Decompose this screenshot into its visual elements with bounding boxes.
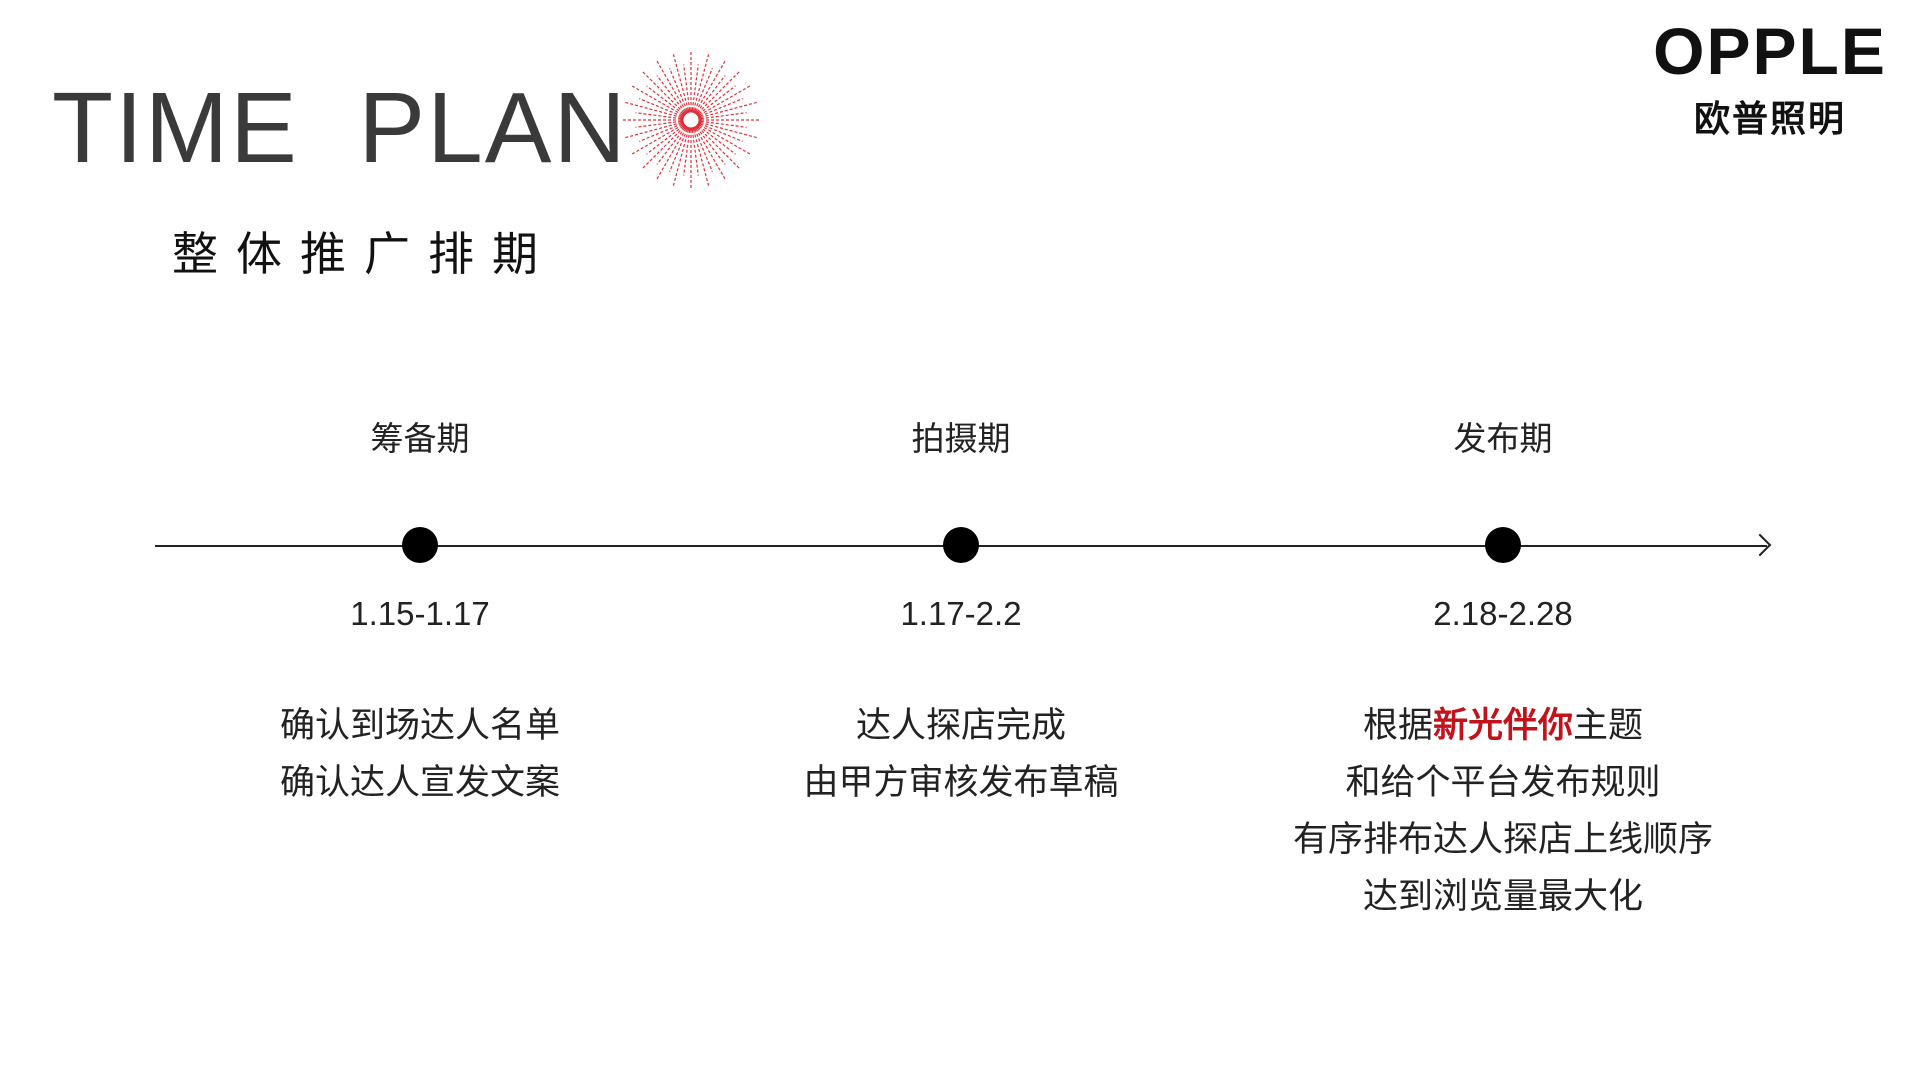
- starburst-ray: [642, 126, 685, 169]
- starburst-ray: [698, 125, 736, 155]
- starburst-ray: [691, 129, 699, 176]
- timeline-dot: [1485, 527, 1521, 563]
- phase-date: 1.15-1.17: [350, 595, 490, 632]
- phase-description: 达人探店完成 由甲方审核发布草稿: [701, 698, 1221, 812]
- starburst-ray: [635, 112, 682, 120]
- starburst-ray: [656, 75, 686, 113]
- timeline-arrow-icon: [1748, 533, 1772, 557]
- starburst-icon: [623, 52, 759, 188]
- starburst-ray: [694, 129, 713, 172]
- starburst-ray: [646, 85, 684, 115]
- brand-logo: OPPLE 欧普照明: [1650, 18, 1890, 142]
- starburst-ray: [700, 120, 747, 128]
- starburst-ray: [696, 127, 726, 165]
- theme-highlight: 新光伴你: [1432, 706, 1573, 746]
- desc-line: 确认达人宣发文案: [279, 763, 560, 803]
- starburst-ray: [656, 127, 686, 165]
- page-subtitle: 整体推广排期: [172, 227, 556, 281]
- page-title: TIME PLAN: [52, 72, 628, 184]
- starburst-ray: [683, 129, 691, 176]
- phase-label: 发布期: [1453, 419, 1553, 458]
- desc-text: 根据: [1362, 706, 1433, 746]
- desc-line: 由甲方审核发布草稿: [803, 763, 1119, 803]
- starburst-ray: [697, 126, 740, 169]
- starburst-ray: [694, 68, 713, 111]
- timeline-dot: [943, 527, 979, 563]
- starburst-ray: [669, 68, 688, 111]
- starburst-ray: [700, 112, 747, 120]
- timeline-dot: [402, 527, 438, 563]
- desc-line: 达人探店完成: [855, 706, 1066, 746]
- phase-label: 筹备期: [370, 419, 470, 458]
- phase-description: 确认到场达人名单 确认达人宣发文案: [160, 698, 680, 812]
- logo-en: OPPLE: [1653, 14, 1887, 88]
- desc-text: 主题: [1573, 706, 1644, 746]
- starburst-center: [680, 109, 702, 131]
- starburst-ray: [635, 120, 682, 128]
- starburst-ray: [683, 64, 691, 111]
- starburst-ray: [696, 75, 726, 113]
- phase-date: 2.18-2.28: [1433, 595, 1573, 632]
- starburst-ray: [669, 129, 688, 172]
- desc-line: 根据新光伴你主题: [1243, 698, 1763, 755]
- desc-line: 达到浏览量最大化: [1362, 877, 1643, 917]
- starburst-ray: [697, 71, 740, 114]
- starburst-ray: [698, 85, 736, 115]
- starburst-ray: [691, 64, 699, 111]
- desc-line: 确认到场达人名单: [279, 706, 560, 746]
- phase-description: 根据新光伴你主题 和给个平台发布规则 有序排布达人探店上线顺序 达到浏览量最大化: [1243, 698, 1763, 926]
- desc-line: 和给个平台发布规则: [1345, 763, 1661, 803]
- phase-label: 拍摄期: [911, 419, 1011, 458]
- logo-cn: 欧普照明: [1693, 99, 1846, 140]
- starburst-ray: [642, 71, 685, 114]
- phase-date: 1.17-2.2: [900, 595, 1022, 632]
- desc-line: 有序排布达人探店上线顺序: [1292, 820, 1713, 860]
- starburst-ray: [646, 125, 684, 155]
